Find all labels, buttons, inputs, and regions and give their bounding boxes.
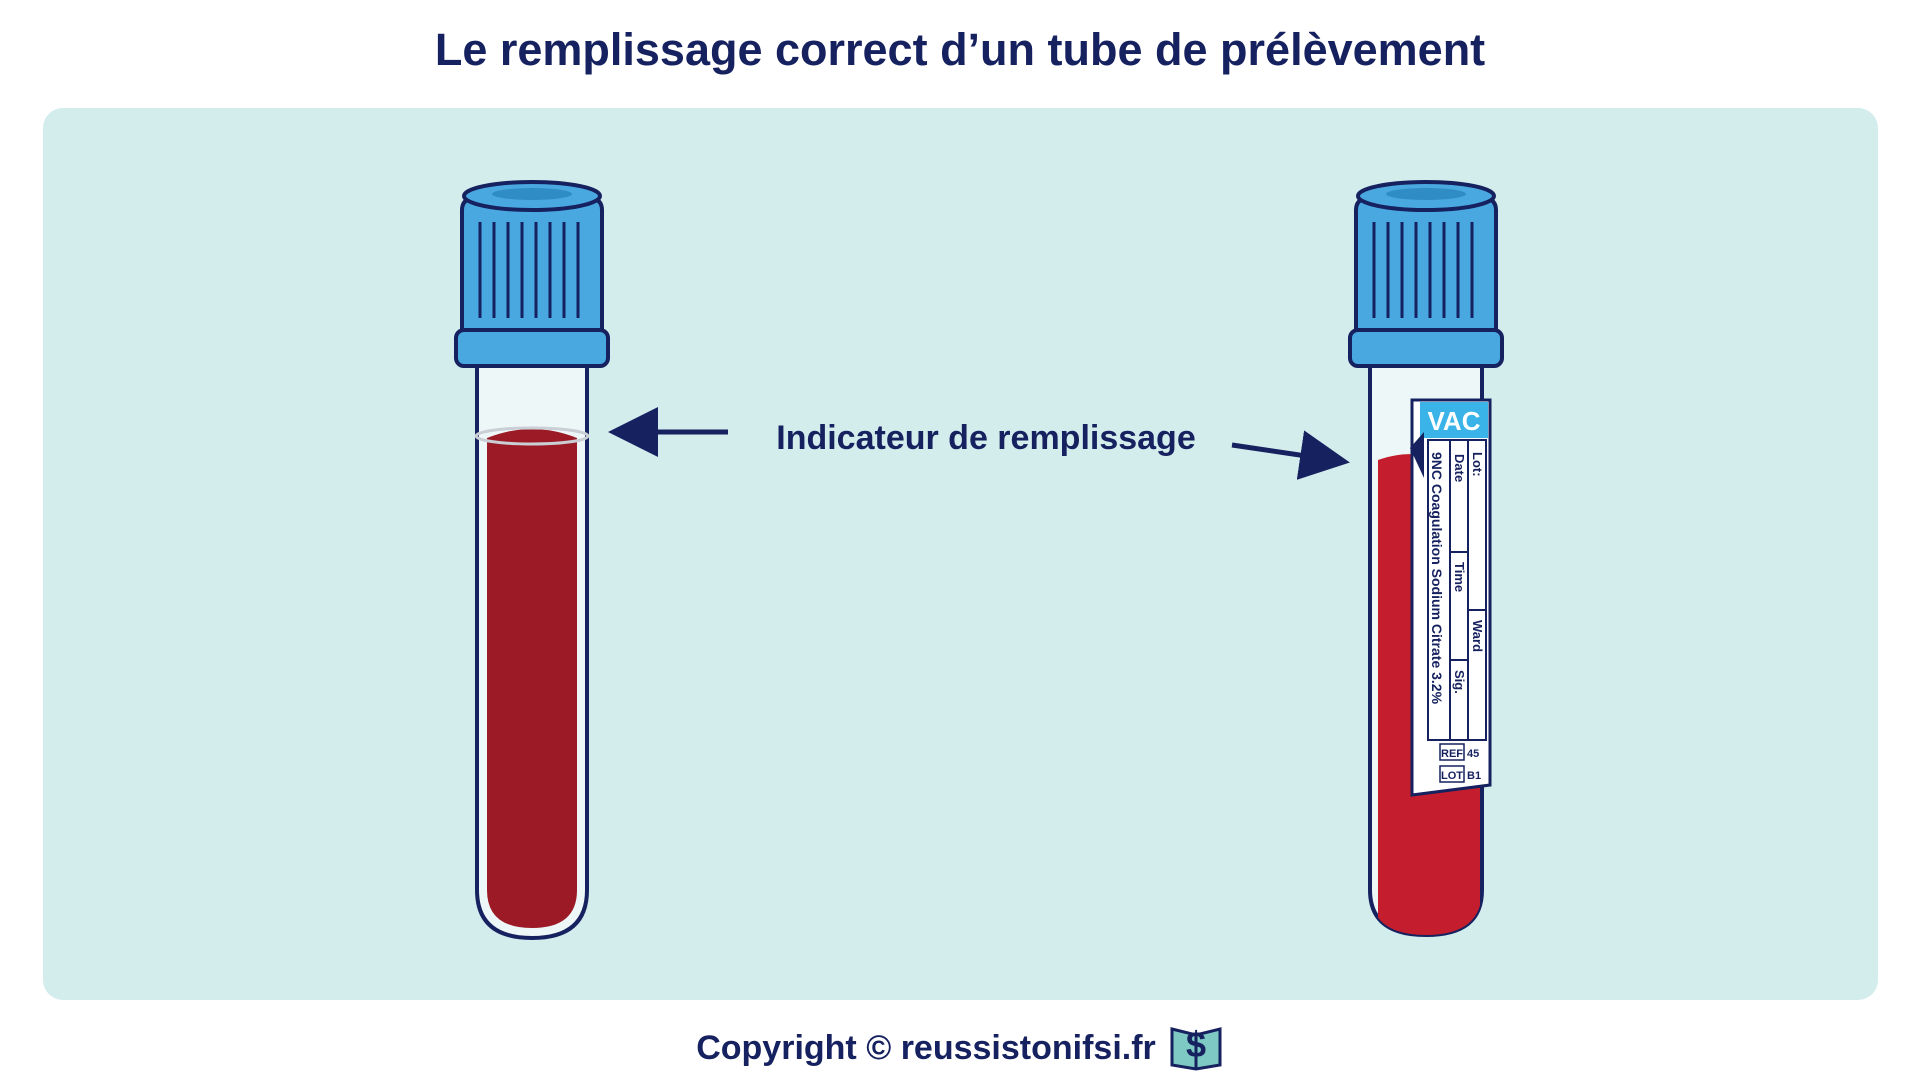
left-tube (454, 180, 610, 941)
label-lot-tag: LOT (1441, 770, 1463, 782)
label-field-sig: Sig. (1452, 670, 1467, 694)
label-brand: VAC (1428, 406, 1481, 436)
right-fill-indicator-marker (1410, 432, 1424, 478)
label-product: 9NC Coagulation Sodium Citrate 3.2% (1429, 452, 1445, 705)
label-lot-value: B1 (1467, 770, 1481, 782)
label-ref-tag: REF (1441, 748, 1463, 760)
arrow-to-right-indicator (1231, 430, 1350, 480)
left-tube-cap (454, 180, 610, 368)
left-tube-blood (487, 429, 577, 928)
label-field-date: Date (1452, 454, 1467, 482)
left-fill-indicator-line (474, 426, 590, 446)
background-panel (43, 108, 1878, 1000)
copyright-text: Copyright © reussistonifsi.fr (696, 1029, 1156, 1067)
indicator-label: Indicateur de remplissage (776, 419, 1196, 457)
label-field-ward: Ward (1470, 620, 1485, 652)
tube-label: VAC Lot: Date Time Ward Sig. 9NC Coagula… (1410, 398, 1492, 797)
label-field-lot: Lot: (1470, 452, 1485, 477)
svg-text:$: $ (1186, 1024, 1206, 1065)
right-tube: VAC Lot: Date Time Ward Sig. 9NC Coagula… (1348, 180, 1504, 938)
book-dollar-icon: $ (1168, 1017, 1224, 1080)
label-ref-value: 45 (1467, 748, 1479, 760)
right-tube-cap (1348, 180, 1504, 368)
label-field-time: Time (1452, 562, 1467, 592)
page-title: Le remplissage correct d’un tube de prél… (434, 24, 1486, 75)
footer: Copyright © reussistonifsi.fr $ (0, 1017, 1920, 1080)
